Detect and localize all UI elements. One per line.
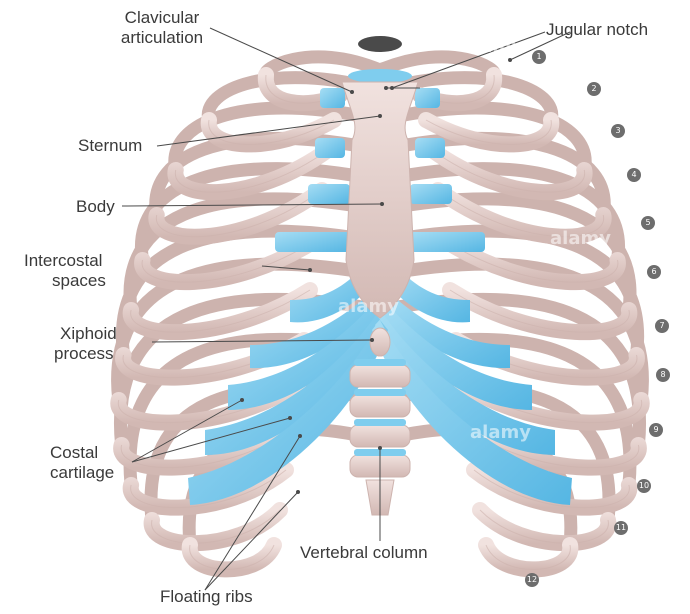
clavicular-disc [348,69,412,83]
costal-cartilage-right [415,88,440,108]
costal-label-line2: cartilage [50,463,114,483]
costal-cartilage-left [320,88,345,108]
leader-dot [288,416,292,420]
jugular-notch-label: Jugular notch [546,20,648,40]
rib-number-badge: 4 [627,168,641,182]
rib-number-badge: 1 [532,50,546,64]
xiphoid-process-label: Xiphoid process [54,324,117,364]
intercostal-spaces-label: Intercostal spaces [24,251,154,291]
clavicular-articulation-label: Clavicular articulation [98,8,226,48]
intercostal-label-line2: spaces [24,271,154,291]
watermark: alamy [338,296,399,317]
clavicular-label-line2: articulation [98,28,226,48]
leader-dot [298,434,302,438]
leader-dot [296,490,300,494]
leader-dot [308,268,312,272]
leader-dot [240,398,244,402]
floating-ribs-label: Floating ribs [160,587,253,607]
rib-number-badge: 8 [656,368,670,382]
watermark: alamy [470,422,531,443]
costal-cartilage-right [410,184,452,204]
body-label: Body [76,197,115,217]
rib-number-badge: 10 [637,479,651,493]
intervertebral-disc [354,359,406,366]
vertebra [350,395,410,417]
vertebra [350,365,410,387]
clavicular-label-line1: Clavicular [98,8,226,28]
costal-cartilage-left [315,138,345,158]
watermark: alamy [550,228,611,249]
xiphoid-label-line1: Xiphoid [54,324,117,344]
rib-number-badge: 9 [649,423,663,437]
leader-dot [370,338,374,342]
costal-cartilage-left [275,232,350,252]
xiphoid-process-shape [370,328,390,356]
intercostal-label-line1: Intercostal [24,251,154,271]
costal-cartilage-label: Costal cartilage [50,443,114,483]
rib-number-badge: 7 [655,319,669,333]
xiphoid-label-line2: process [54,344,117,364]
leader-dot [508,58,512,62]
rib-number-badge: 12 [525,573,539,587]
rib-number-badge: 6 [647,265,661,279]
leader-dot [384,86,388,90]
rib-number-badge: 3 [611,124,625,138]
costal-cartilage-right [415,138,445,158]
rib-number-badge: 11 [614,521,628,535]
jugular-opening [358,36,402,52]
leader-dot [378,114,382,118]
costal-label-line1: Costal [50,443,114,463]
intervertebral-disc [354,389,406,396]
leader-dot [378,446,382,450]
rib-number-badge: 5 [641,216,655,230]
rib-number-badge: 2 [587,82,601,96]
intervertebral-disc [354,419,406,426]
leader-dot [350,90,354,94]
vertebral-column-label: Vertebral column [300,543,428,563]
sternum-label: Sternum [78,136,142,156]
costal-cartilage-right [410,232,485,252]
watermark: alamy [462,36,523,57]
vertebra [350,425,410,447]
leader-dot [380,202,384,206]
costal-cartilage-left [308,184,350,204]
